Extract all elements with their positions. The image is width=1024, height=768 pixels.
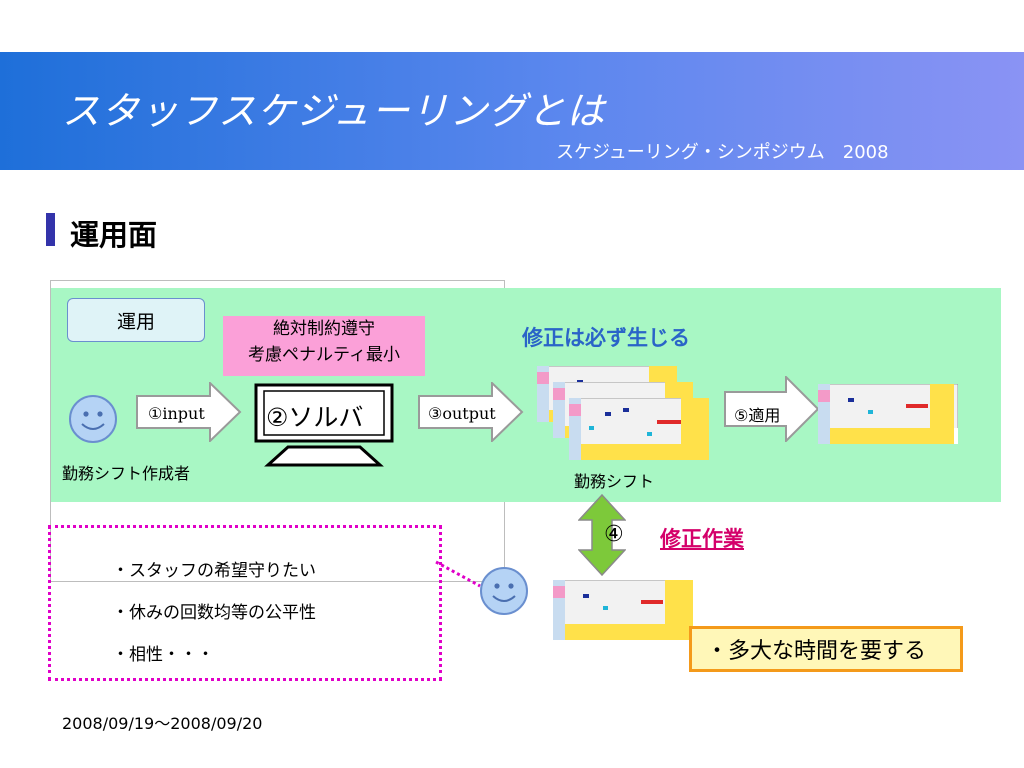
header-band	[0, 52, 1024, 170]
section-title: 運用面	[70, 218, 158, 252]
output-arrow	[418, 382, 524, 442]
slide-title: スタッフスケジューリングとは	[62, 89, 606, 133]
wish-item: ・相性・・・	[112, 645, 214, 665]
smiley-face-icon	[480, 567, 528, 615]
step-4-label: ④	[604, 522, 624, 547]
shift-creator-label: 勤務シフト作成者	[62, 464, 191, 483]
revised-shift-sheet	[553, 580, 693, 640]
applied-shift-sheet	[818, 384, 958, 444]
shift-sheet-thumbnail	[569, 398, 709, 460]
solver-label: ②ソルバ	[266, 403, 364, 432]
apply-label: ⑤適用	[734, 406, 781, 425]
section-marker	[46, 213, 55, 246]
fix-work-label: 修正作業	[660, 527, 744, 551]
wishes-callout	[48, 525, 442, 681]
constraint-line-2: 考慮ペナルティ最小	[248, 345, 400, 365]
correction-note: 修正は必ず生じる	[522, 326, 690, 350]
footer-date: 2008/09/19〜2008/09/20	[62, 714, 263, 733]
monitor-icon	[254, 383, 394, 467]
shift-schedule-label: 勤務シフト	[574, 472, 655, 491]
wish-item: ・休みの回数均等の公平性	[112, 603, 316, 623]
slide-subtitle: スケジューリング・シンポジウム 2008	[556, 142, 889, 163]
apply-arrow	[724, 376, 820, 442]
input-label: ①input	[148, 404, 205, 423]
constraint-line-1: 絶対制約遵守	[273, 319, 375, 339]
revise-double-arrow	[578, 494, 626, 576]
wish-item: ・スタッフの希望守りたい	[112, 561, 316, 581]
callout-connector	[435, 560, 481, 588]
smiley-face-icon	[69, 395, 117, 443]
time-cost-note: ・多大な時間を要する	[689, 626, 963, 672]
output-label: ③output	[428, 404, 496, 423]
input-arrow	[136, 382, 242, 442]
operation-label-box: 運用	[67, 298, 205, 342]
constraints-box: 絶対制約遵守 考慮ペナルティ最小	[223, 316, 425, 376]
